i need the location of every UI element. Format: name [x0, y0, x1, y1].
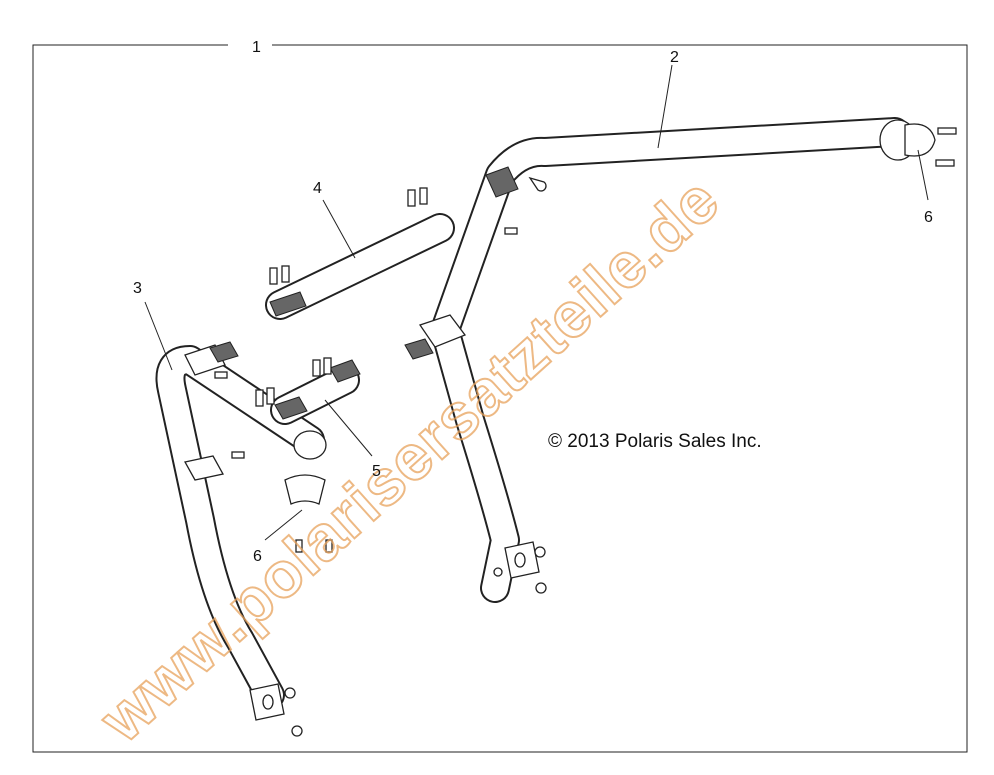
part-5-short-tube	[255, 357, 361, 425]
callout-4: 4	[313, 180, 322, 197]
callout-6-left: 6	[253, 548, 262, 565]
assembly-frame	[32, 44, 968, 753]
copyright-text: © 2013 Polaris Sales Inc.	[548, 431, 762, 452]
callout-2: 2	[670, 49, 679, 66]
callout-3: 3	[133, 280, 142, 297]
leader-lines	[144, 64, 929, 541]
part-4-cross-tube	[265, 187, 455, 320]
part-3-front-roll-bar	[155, 341, 333, 737]
callout-5: 5	[372, 463, 381, 480]
part-2-rear-roll-bar	[404, 117, 957, 603]
callout-1: 1	[252, 39, 261, 56]
callout-6-right: 6	[924, 209, 933, 226]
